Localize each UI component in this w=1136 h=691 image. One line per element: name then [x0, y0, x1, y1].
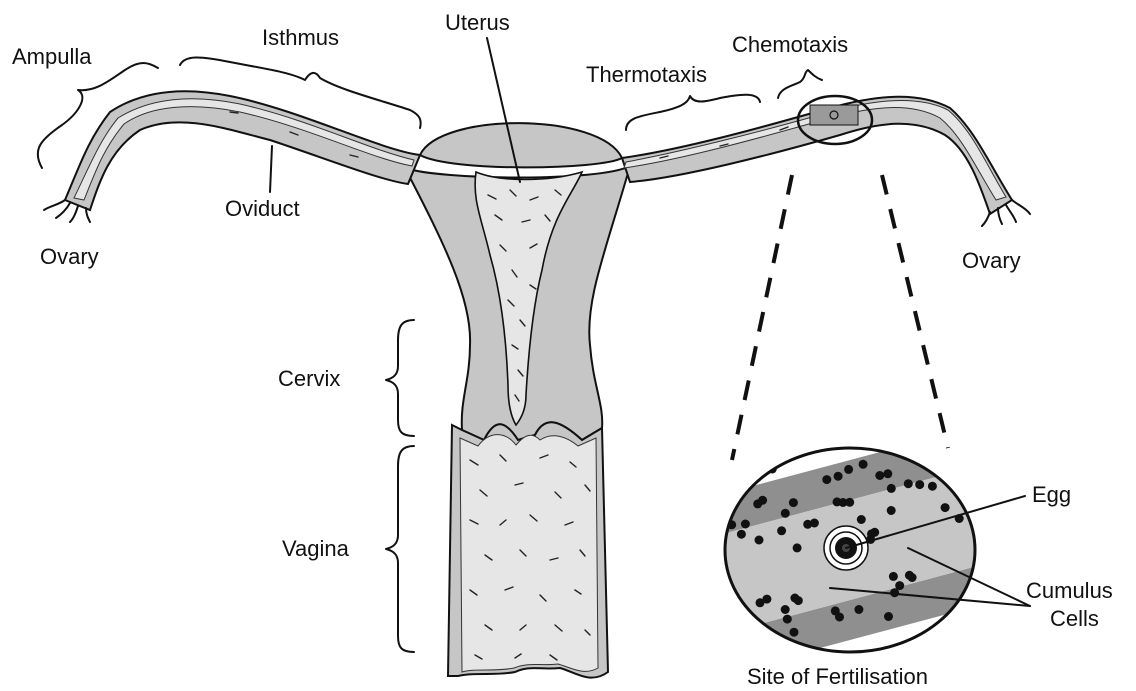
cumulus-cell — [781, 605, 790, 614]
label-egg: Egg — [1032, 482, 1071, 507]
vagina-brace — [386, 446, 414, 652]
cumulus-cell — [839, 498, 848, 507]
cumulus-cell — [765, 456, 774, 465]
label-vagina: Vagina — [282, 536, 350, 561]
cumulus-cell — [781, 509, 790, 518]
cumulus-cell — [737, 530, 746, 539]
cumulus-cell — [887, 506, 896, 515]
cumulus-cell — [731, 483, 740, 492]
cumulus-cell — [793, 543, 802, 552]
cumulus-cell — [895, 581, 904, 590]
label-ovary-left: Ovary — [40, 244, 99, 269]
cumulus-cell — [756, 598, 765, 607]
cumulus-cell — [790, 628, 799, 637]
cumulus-cell — [905, 571, 914, 580]
cumulus-cell — [834, 472, 843, 481]
label-site-of-fertilisation: Site of Fertilisation — [747, 664, 928, 689]
cervix-brace — [386, 320, 414, 436]
cumulus-cell — [822, 475, 831, 484]
cumulus-cell — [747, 634, 756, 643]
cumulus-cell — [766, 633, 775, 642]
cumulus-cell — [883, 469, 892, 478]
fertilisation-zoom — [700, 420, 1030, 680]
zoom-line-left — [732, 175, 792, 460]
cumulus-cell — [915, 480, 924, 489]
label-cumulus: Cumulus — [1026, 578, 1113, 603]
cumulus-cell — [745, 622, 754, 631]
cumulus-cell — [789, 498, 798, 507]
cumulus-cell — [803, 520, 812, 529]
label-isthmus: Isthmus — [262, 25, 339, 50]
cumulus-cell — [941, 503, 950, 512]
label-thermotaxis: Thermotaxis — [586, 62, 707, 87]
cumulus-cell — [783, 615, 792, 624]
zoom-line-right — [882, 175, 948, 448]
cumulus-cell — [932, 630, 941, 639]
label-ovary-right: Ovary — [962, 248, 1021, 273]
cumulus-cell — [928, 482, 937, 491]
cumulus-cell — [889, 572, 898, 581]
fertilisation-site-marker — [810, 105, 858, 125]
cumulus-cell — [875, 471, 884, 480]
label-uterus: Uterus — [445, 10, 510, 35]
cumulus-cell — [790, 594, 799, 603]
thermotaxis-brace — [626, 95, 760, 130]
oviduct-leader — [270, 146, 272, 192]
label-cervix: Cervix — [278, 366, 340, 391]
label-oviduct: Oviduct — [225, 196, 300, 221]
cumulus-cell — [835, 613, 844, 622]
chemotaxis-brace — [778, 70, 822, 98]
cumulus-cell — [758, 496, 767, 505]
vagina-lumen — [460, 435, 598, 672]
cumulus-cell — [904, 479, 913, 488]
label-chemotaxis: Chemotaxis — [732, 32, 848, 57]
cumulus-cell — [745, 459, 754, 468]
cumulus-cell — [777, 526, 786, 535]
cumulus-cell — [859, 460, 868, 469]
cumulus-cell — [857, 515, 866, 524]
cumulus-cell — [884, 612, 893, 621]
cumulus-cell — [755, 536, 764, 545]
cumulus-cell — [854, 605, 863, 614]
label-ampulla: Ampulla — [12, 44, 92, 69]
cumulus-cell — [741, 520, 750, 529]
cumulus-cell — [951, 630, 960, 639]
cumulus-cell — [887, 484, 896, 493]
cumulus-cell — [844, 465, 853, 474]
label-cells: Cells — [1050, 606, 1099, 631]
uterus-fundus — [420, 123, 622, 167]
